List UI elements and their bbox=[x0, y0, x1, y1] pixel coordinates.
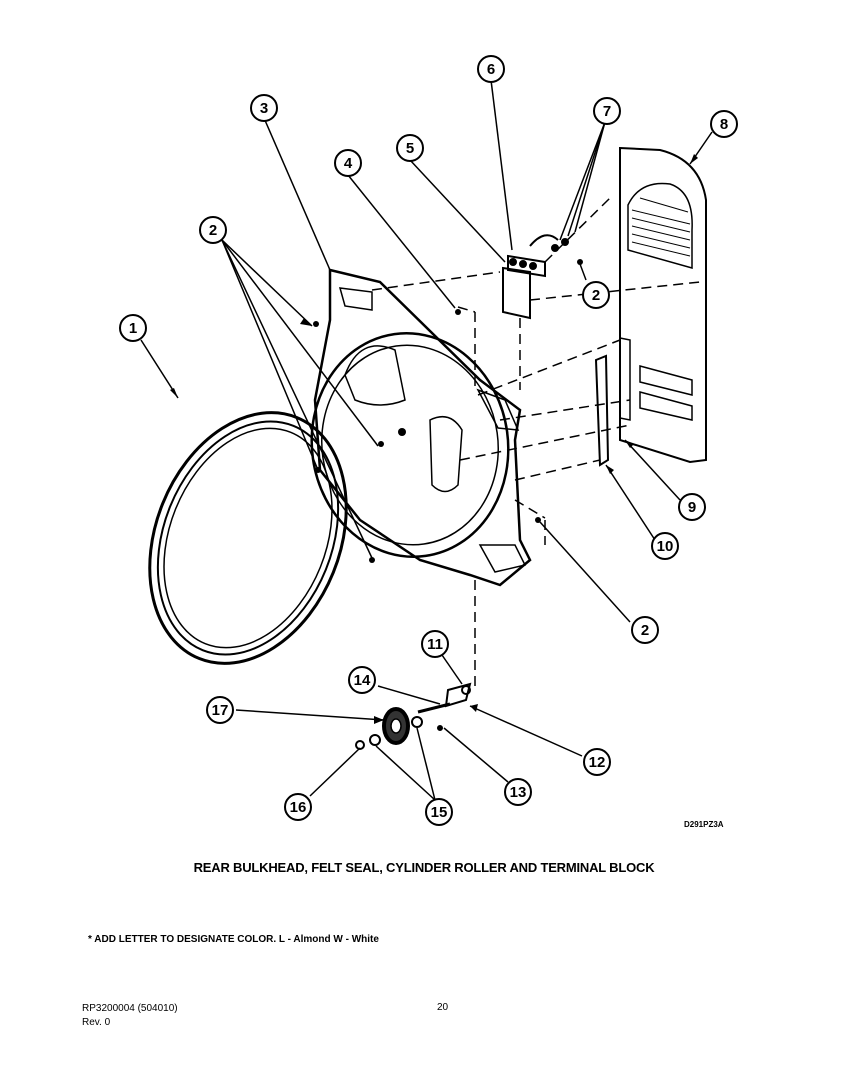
callout-8: 8 bbox=[710, 110, 738, 138]
svg-text:3: 3 bbox=[260, 100, 268, 117]
rear-bulkhead bbox=[310, 268, 532, 587]
callout-14: 14 bbox=[348, 666, 376, 694]
mounting-bracket bbox=[594, 354, 610, 467]
svg-text:2: 2 bbox=[592, 287, 600, 304]
terminal-block bbox=[502, 234, 569, 320]
projection-lines bbox=[371, 197, 701, 690]
callout-6: 6 bbox=[477, 55, 505, 83]
leader-lines bbox=[140, 79, 713, 801]
revision: Rev. 0 bbox=[82, 1017, 111, 1028]
svg-text:4: 4 bbox=[344, 155, 353, 172]
callout-16: 16 bbox=[284, 793, 312, 821]
cylinder-roller-assembly bbox=[355, 682, 472, 750]
doc-number: RP3200004 (504010) bbox=[82, 1003, 178, 1014]
svg-text:1: 1 bbox=[129, 320, 137, 337]
svg-text:15: 15 bbox=[431, 804, 448, 821]
callout-5: 5 bbox=[396, 134, 424, 162]
svg-text:13: 13 bbox=[510, 784, 527, 801]
callout-2-lower-right: 2 bbox=[631, 616, 659, 644]
svg-text:10: 10 bbox=[657, 538, 674, 555]
svg-text:9: 9 bbox=[688, 499, 696, 516]
svg-text:5: 5 bbox=[406, 140, 414, 157]
exploded-parts-diagram: 1 2 3 4 5 6 7 8 bbox=[119, 55, 738, 826]
color-note: * ADD LETTER TO DESIGNATE COLOR. L - Alm… bbox=[88, 934, 379, 945]
arrow-heads bbox=[170, 154, 698, 724]
felt-seal-ring bbox=[148, 411, 348, 665]
callout-13: 13 bbox=[504, 778, 532, 806]
callout-11: 11 bbox=[421, 630, 449, 658]
svg-text:6: 6 bbox=[487, 61, 495, 78]
svg-text:17: 17 bbox=[212, 702, 229, 719]
diagram-caption: REAR BULKHEAD, FELT SEAL, CYLINDER ROLLE… bbox=[193, 860, 655, 875]
footer-doc-info: RP3200004 (504010) Rev. 0 bbox=[82, 1002, 178, 1030]
drawing-code: D291PZ3A bbox=[684, 820, 724, 829]
callout-2-upper-right: 2 bbox=[582, 281, 610, 309]
callout-10: 10 bbox=[651, 532, 679, 560]
callout-9: 9 bbox=[678, 493, 706, 521]
svg-text:2: 2 bbox=[641, 622, 649, 639]
callout-1: 1 bbox=[119, 314, 147, 342]
page-number: 20 bbox=[437, 1002, 449, 1013]
callout-4: 4 bbox=[334, 149, 362, 177]
svg-text:12: 12 bbox=[589, 754, 606, 771]
svg-text:16: 16 bbox=[290, 799, 307, 816]
callout-15: 15 bbox=[425, 798, 453, 826]
svg-text:11: 11 bbox=[427, 636, 443, 653]
screws bbox=[313, 259, 583, 563]
svg-text:2: 2 bbox=[209, 222, 217, 239]
callout-7: 7 bbox=[593, 97, 621, 125]
callout-2-left: 2 bbox=[199, 216, 227, 244]
svg-text:7: 7 bbox=[603, 103, 611, 120]
callout-12: 12 bbox=[583, 748, 611, 776]
back-panel bbox=[619, 146, 707, 464]
callout-3: 3 bbox=[250, 94, 278, 122]
svg-text:8: 8 bbox=[720, 116, 728, 133]
svg-text:14: 14 bbox=[354, 672, 371, 689]
callout-17: 17 bbox=[206, 696, 234, 724]
callouts: 1 2 3 4 5 6 7 8 bbox=[119, 55, 738, 826]
